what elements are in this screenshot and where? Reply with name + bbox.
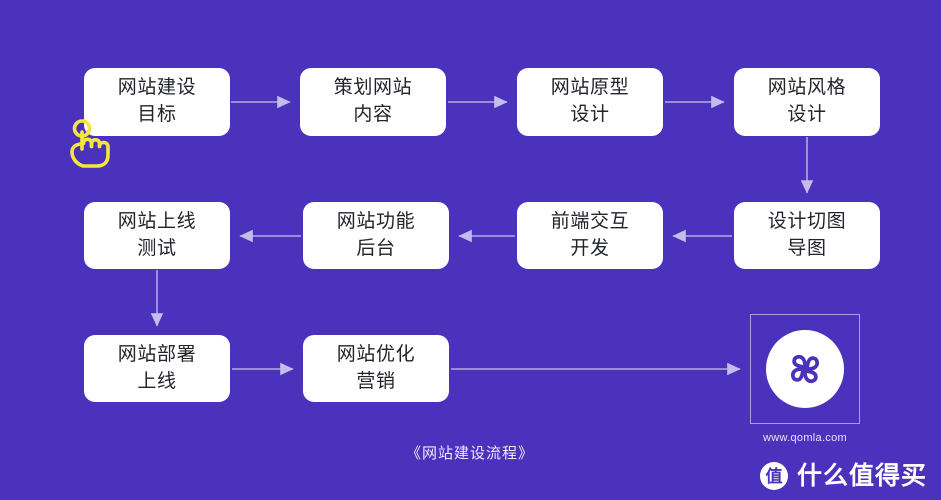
- flow-node-n9[interactable]: 网站部署 上线: [84, 335, 230, 402]
- flow-node-label: 网站建设 目标: [117, 77, 197, 125]
- watermark-text: 什么值得买: [796, 461, 927, 490]
- flow-node-label: 设计切图 导图: [767, 210, 847, 259]
- diagram-caption: 《网站建设流程》: [405, 445, 534, 462]
- flow-node-n4[interactable]: 网站风格 设计: [734, 68, 880, 136]
- flow-node-label: 前端交互 开发: [550, 210, 630, 259]
- watermark-badge-icon: 值: [759, 462, 788, 490]
- flow-node-n6[interactable]: 前端交互 开发: [517, 202, 663, 269]
- flow-node-n7[interactable]: 网站功能 后台: [303, 202, 449, 269]
- flow-node-n10[interactable]: 网站优化 营销: [303, 335, 449, 402]
- flow-node-label: 策划网站 内容: [333, 77, 413, 125]
- watermark: 值 什么值得买: [759, 461, 927, 490]
- flow-node-n1[interactable]: 网站建设 目标: [84, 68, 230, 136]
- flow-node-label: 网站上线 测试: [117, 210, 197, 259]
- flow-node-n5[interactable]: 设计切图 导图: [734, 202, 880, 269]
- flow-node-n3[interactable]: 网站原型 设计: [517, 68, 663, 136]
- flow-node-label: 网站风格 设计: [767, 77, 847, 125]
- site-url-label: www.qomla.com: [763, 432, 847, 444]
- flow-node-label: 网站功能 后台: [336, 210, 416, 259]
- flow-node-n2[interactable]: 策划网站 内容: [300, 68, 446, 136]
- logo-panel: [750, 314, 860, 424]
- flow-node-label: 网站原型 设计: [550, 77, 630, 125]
- logo-disc: [766, 330, 844, 408]
- qomla-knot-logo-icon: [790, 354, 820, 384]
- flow-node-label: 网站优化 营销: [336, 343, 416, 392]
- flow-node-n8[interactable]: 网站上线 测试: [84, 202, 230, 269]
- flow-node-label: 网站部署 上线: [117, 343, 197, 392]
